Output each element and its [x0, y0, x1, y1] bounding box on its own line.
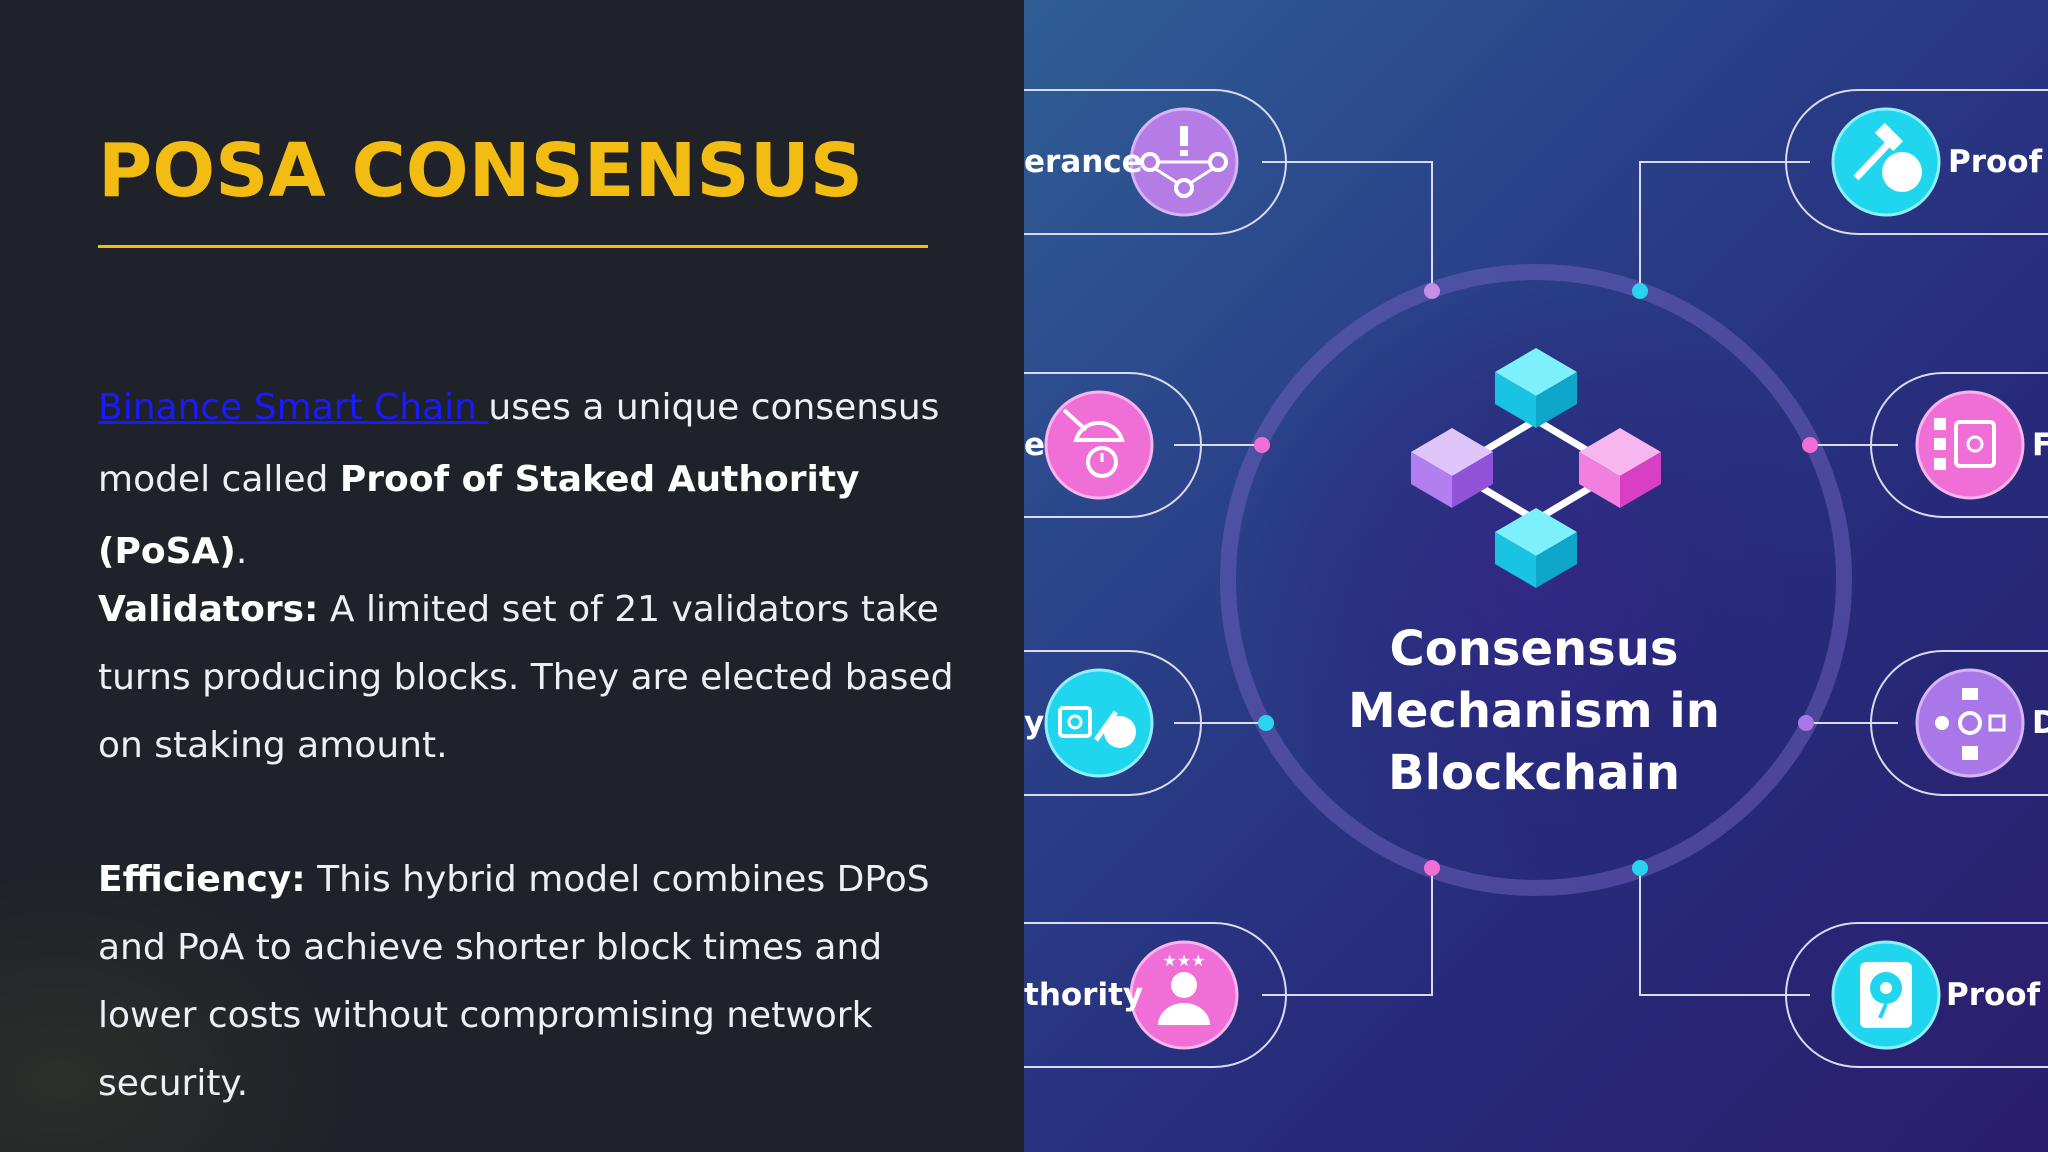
connector-dot: [1632, 283, 1648, 299]
intro-text-b: .: [235, 531, 248, 572]
connector-dot: [1798, 715, 1814, 731]
efficiency-paragraph: Efficiency: This hybrid model combines D…: [98, 846, 958, 1118]
label-bottom-right: Proof: [1946, 977, 2041, 1013]
svg-text:★★★: ★★★: [1162, 951, 1205, 970]
label-mid-left-lower: y: [1024, 705, 1045, 741]
label-mid-right-upper: F: [2032, 427, 2048, 463]
star-person-icon: ★★★: [1129, 940, 1239, 1050]
label-bottom-left: thority: [1024, 977, 1144, 1013]
connector-dot: [1424, 860, 1440, 876]
connector-dot: [1424, 283, 1440, 299]
text-panel: POSA CONSENSUS Binance Smart Chain uses …: [0, 0, 1024, 1152]
blockchain-cubes-icon: [1411, 348, 1661, 588]
center-ring: [1220, 264, 1852, 896]
label-mid-left-upper: e: [1024, 427, 1046, 463]
center-title-line: Blockchain: [1387, 745, 1681, 801]
label-top-right: Proof: [1948, 144, 2043, 180]
hammer-coin-icon: [1831, 107, 1941, 217]
efficiency-label: Efficiency:: [98, 859, 306, 900]
safe-blocks-icon: [1915, 390, 2025, 500]
connector-dot: [1254, 437, 1270, 453]
diagram-graphics: ★★★: [1024, 89, 2048, 1068]
diagram-center-title: Consensus Mechanism in Blockchain: [1244, 618, 1824, 804]
validators-label: Validators:: [98, 589, 319, 630]
connector-dot: [1802, 437, 1818, 453]
binance-smart-chain-link[interactable]: Binance Smart Chain: [98, 387, 489, 428]
validators-text: A limited set of 21 validators take turn…: [98, 589, 954, 766]
connector-dot: [1258, 715, 1274, 731]
efficiency-text: This hybrid model combines DPoS and PoA …: [98, 859, 930, 1104]
intro-text-a: uses a unique consensus model called: [98, 387, 940, 500]
safe-hammer-icon: [1044, 668, 1154, 778]
storage-drive-icon: [1831, 940, 1941, 1050]
slide-title: POSA CONSENSUS: [98, 128, 864, 214]
label-mid-right-lower: D: [2032, 705, 2048, 741]
consensus-diagram-image: ★★★: [1024, 0, 2048, 1152]
validators-paragraph: Validators: A limited set of 21 validato…: [98, 576, 958, 780]
network-warning-icon: [1129, 107, 1239, 217]
pill-outlines: [1024, 89, 2048, 1068]
connector-lines: [1174, 161, 1898, 996]
worker-clock-icon: [1044, 390, 1154, 500]
posa-bold-term: Proof of Staked Authority (PoSA): [98, 459, 860, 572]
title-underline: [98, 245, 928, 248]
intro-paragraph: Binance Smart Chain uses a unique consen…: [98, 372, 958, 588]
center-title-line: Consensus: [1389, 621, 1679, 677]
delegate-network-icon: [1915, 668, 2025, 778]
center-title-line: Mechanism in: [1348, 683, 1720, 739]
label-top-left: erance: [1024, 144, 1143, 180]
connector-dot: [1632, 860, 1648, 876]
